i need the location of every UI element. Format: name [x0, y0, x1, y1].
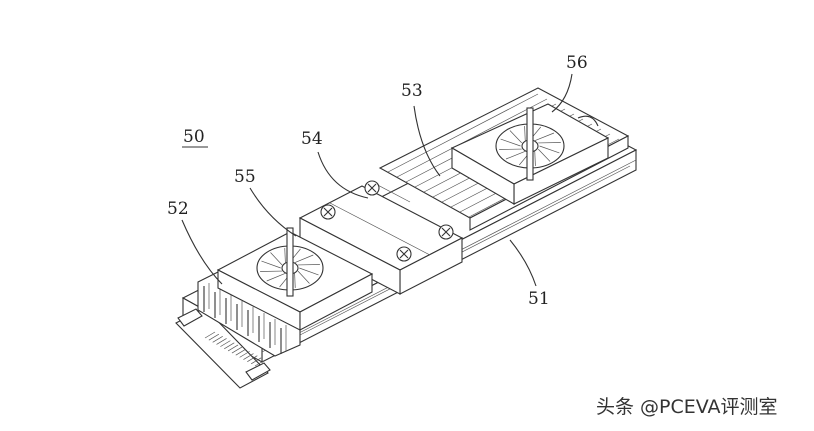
heatsink-fins: [197, 269, 301, 357]
ref-label-52: 52: [167, 199, 189, 219]
ref-label-50: 50: [183, 127, 205, 147]
clamp-bracket: [298, 181, 464, 295]
ref-label-56: 56: [566, 53, 588, 73]
fan-icon: [256, 227, 324, 297]
watermark-text: 头条 @PCEVA评测室: [596, 396, 778, 418]
fan-icon: [495, 107, 565, 181]
leader-lines: [181, 73, 573, 287]
edge-connector: [175, 307, 271, 389]
ref-label-53: 53: [401, 81, 423, 101]
ref-label-55: 55: [234, 167, 256, 187]
screw-icon: [320, 180, 454, 262]
ref-label-54: 54: [301, 129, 323, 149]
ref-label-51: 51: [528, 289, 550, 309]
